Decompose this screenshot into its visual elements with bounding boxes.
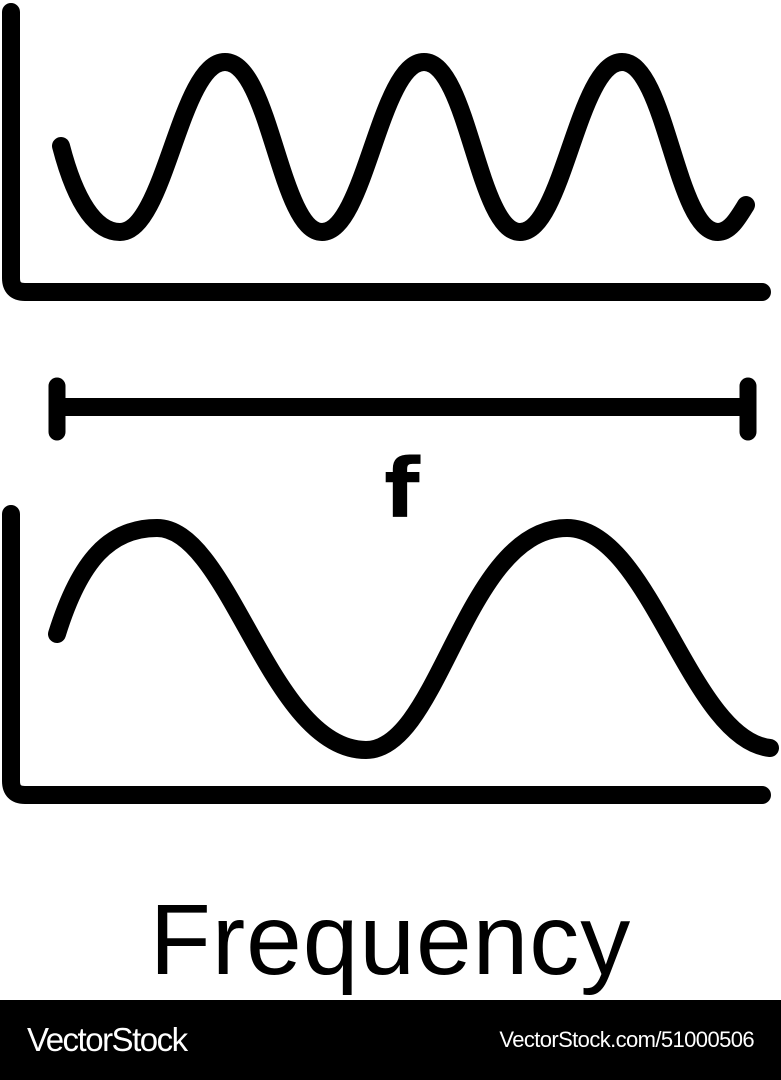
bottom-chart-axes [2, 505, 771, 804]
frequency-symbol: f [384, 442, 420, 537]
brand-logo-text: VectorStock [27, 1021, 188, 1058]
top-chart-axes [2, 3, 771, 301]
high-frequency-wave [52, 53, 755, 241]
span-marker [48, 377, 757, 441]
image-url-text: VectorStock.com/51000506 [499, 1027, 754, 1052]
frequency-illustration [2, 3, 779, 804]
icon-title: Frequency [149, 884, 632, 996]
watermark-footer: VectorStock VectorStock.com/51000506 [0, 1000, 781, 1080]
low-frequency-wave [48, 519, 779, 759]
